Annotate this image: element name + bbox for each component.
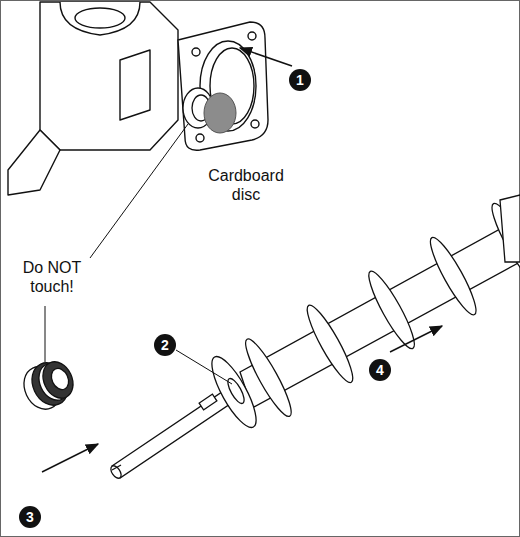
direction-arrow [42,444,98,472]
callout-number: 3 [19,506,41,528]
grinder-housing [8,2,268,195]
auger-disc [204,351,264,433]
warning-note: Do NOT touch! [10,258,94,296]
cardboard-disc [204,93,236,133]
auger-flight [424,233,482,319]
direction-arrow [390,326,442,352]
auger-flight [362,267,420,353]
auger-shaft [109,392,230,480]
shaft-seal [17,357,78,415]
callout-number: 2 [154,334,176,356]
auger-flight [301,301,359,387]
auger-hub [225,376,247,405]
callout-number: 4 [369,359,391,381]
leader-line [45,306,46,362]
auger-screw [204,199,520,432]
callout-number: 1 [289,69,311,91]
motor-housing [500,195,520,262]
leader-line [90,124,188,258]
part-label: Cardboard disc [198,166,294,204]
leader-line [176,350,232,384]
direction-arrow [240,48,292,66]
